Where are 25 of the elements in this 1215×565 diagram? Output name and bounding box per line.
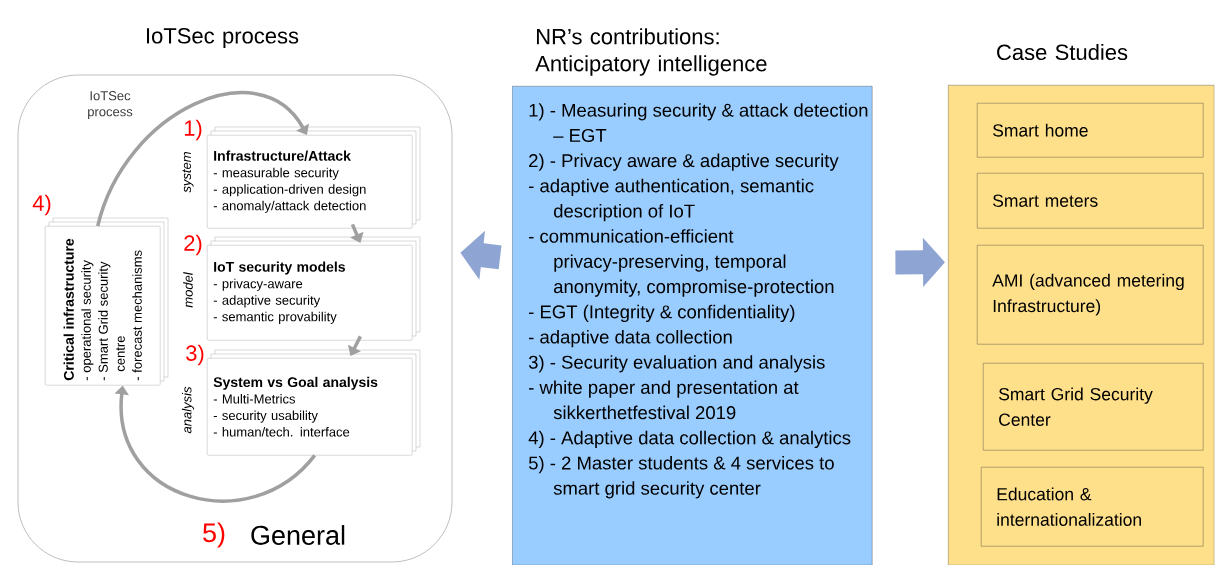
stacked-box: IoT security models - privacy-aware - adaptive security - semantic provability	[207, 236, 421, 341]
layer-label: analysis	[181, 386, 195, 434]
node-label: IoTSec process	[146, 28, 299, 48]
stacked-box: Infrastructure/Attack - measurable security - application-driven design - anomaly/attack detection	[207, 126, 421, 229]
case-box: Smart Grid Security Center	[983, 363, 1204, 451]
contributions-panel: NR’s contributions: Anticipatory intelligence 1) - Measuring security & attack detection – EGT 2) - Privacy aware & adaptive security - adaptive authentication, semantic description of IoT - communication-efficient privacy-preserving, temporal anonymity, compromise-protection - EGT (Integrity & confidentiality) - adaptive data collection 3) - Security evaluation and analysis - white paper and presentation at sikkerthetfestival 2019 4) - Adaptive data collection & analytics 5) - 2 Master students & 4 services to smart grid security center	[512, 28, 873, 565]
step-number: 4)	[32, 194, 51, 216]
case-box: Education & internationalization	[981, 467, 1204, 547]
node-label: NR’s contributions: Anticipatory intelligence	[535, 28, 767, 76]
layer-label: model	[183, 272, 193, 308]
step-number: 1)	[184, 119, 202, 141]
case-box: Smart meters	[977, 173, 1204, 229]
layer-label: system	[182, 152, 194, 193]
node-label: Case Studies	[997, 43, 1128, 61]
general-label: General	[251, 525, 345, 545]
stacked-box: Critical infrastructure - operational security - Smart Grid security centre - forecast mechanisms	[45, 217, 169, 386]
step-number: 3)	[186, 344, 204, 366]
step-number: 2)	[184, 234, 202, 256]
arrow	[348, 335, 362, 356]
stacked-box: System vs Goal analysis - Multi-Metrics - security usability - human/tech. interface	[207, 349, 421, 456]
arrow	[350, 223, 364, 243]
case-box: AMI (advanced metering Infrastructure)	[977, 245, 1204, 345]
step-number: 5)	[203, 522, 225, 548]
case-box: Smart home	[977, 103, 1204, 158]
arrow	[96, 91, 310, 227]
